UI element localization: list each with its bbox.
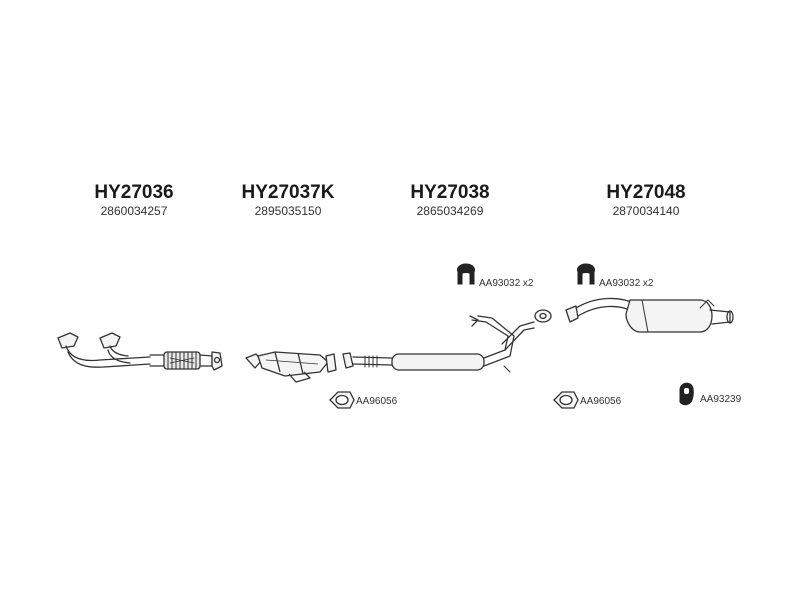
catalytic-converter-drawing[interactable] <box>245 351 337 383</box>
accessory-label: AA96056 <box>580 396 622 407</box>
part-number: 2870034140 <box>612 204 680 218</box>
part-heading-hy27036: HY27036 2860034257 <box>34 182 234 219</box>
part-code: HY27038 <box>410 182 490 203</box>
rubber-mount-icon <box>679 382 694 406</box>
front-pipe-drawing[interactable] <box>57 332 223 371</box>
part-number: 2860034257 <box>100 204 168 218</box>
rubber-hanger-icon <box>577 263 595 285</box>
part-code: HY27037K <box>241 182 335 203</box>
middle-silencer-drawing[interactable] <box>342 309 552 373</box>
gasket-ring-icon <box>329 391 355 409</box>
part-heading-hy27038: HY27038 2865034269 <box>350 182 550 219</box>
part-heading-hy27048: HY27048 2870034140 <box>546 182 746 219</box>
part-number: 2865034269 <box>416 204 484 218</box>
accessory-label: AA93032 x2 <box>479 278 534 289</box>
rubber-hanger-icon <box>457 263 475 285</box>
part-code: HY27048 <box>606 182 686 203</box>
part-heading-hy27037k: HY27037K 2895035150 <box>188 182 388 219</box>
gasket-ring-icon <box>553 391 579 409</box>
part-number: 2895035150 <box>254 204 322 218</box>
accessory-label: AA93239 <box>700 394 742 405</box>
part-code: HY27036 <box>94 182 174 203</box>
rear-silencer-drawing[interactable] <box>565 297 734 333</box>
accessory-label: AA96056 <box>356 396 398 407</box>
accessory-label: AA93032 x2 <box>599 278 654 289</box>
